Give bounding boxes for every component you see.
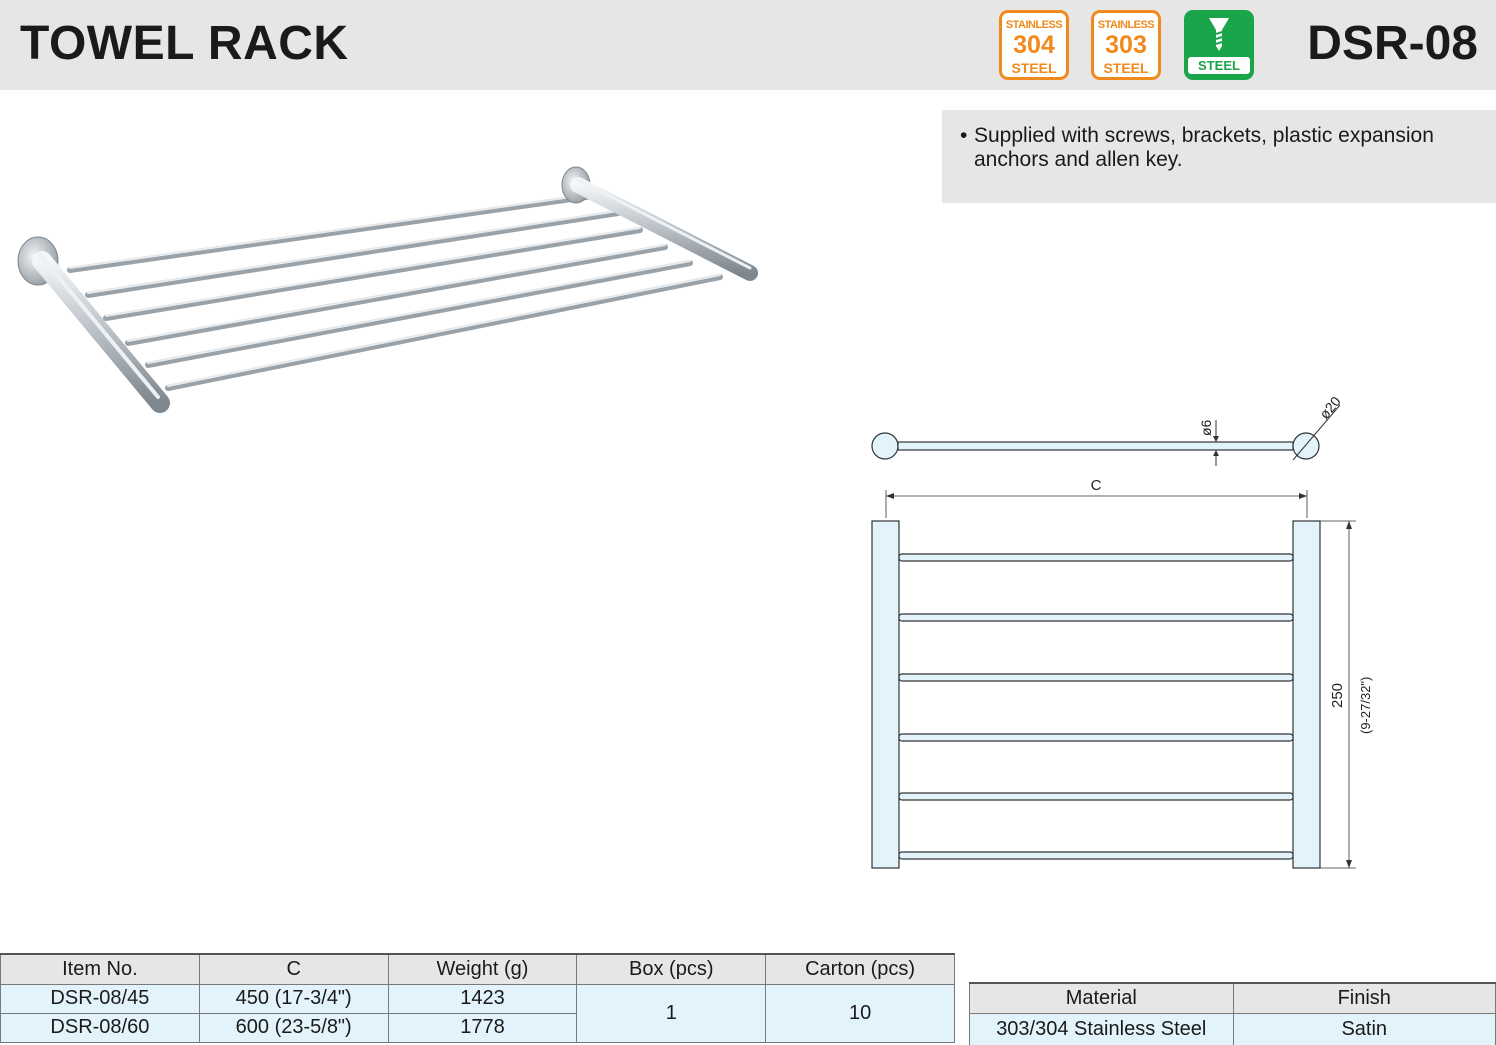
width-dimension: C — [885, 477, 1308, 518]
box-cell: 1 — [576, 983, 767, 1043]
header-bar: TOWEL RACK STAINLESS 304 STEEL STAINLESS… — [0, 0, 1496, 90]
stainless-303-badge: STAINLESS 303 STEEL — [1091, 10, 1161, 80]
c-cell: 600 (23-5/8") — [198, 1012, 389, 1043]
weight-cell: 1423 — [387, 983, 578, 1014]
product-photo — [17, 166, 758, 413]
header-weight: Weight (g) — [387, 953, 578, 985]
depth-in-label: (9-27/32") — [1358, 677, 1373, 734]
material-cell: 303/304 Stainless Steel — [969, 1012, 1234, 1045]
spec-header-row: Item No. C Weight (g) Box (pcs) Carton (… — [0, 953, 955, 985]
stainless-304-badge: STAINLESS 304 STEEL — [999, 10, 1069, 80]
technical-drawing: ø6 ø20 C 250 (9-27/32") — [871, 393, 1373, 869]
carton-cell: 10 — [765, 983, 955, 1043]
right-arm — [570, 177, 758, 281]
c-cell: 450 (17-3/4") — [198, 983, 389, 1014]
steel-screw-badge: STEEL — [1184, 10, 1254, 80]
page-title: TOWEL RACK — [20, 17, 349, 70]
item-no-cell: DSR-08/45 — [0, 983, 200, 1014]
side-view: ø6 ø20 — [871, 393, 1344, 466]
spec-table: Item No. C Weight (g) Box (pcs) Carton (… — [0, 953, 955, 1043]
header-item-no: Item No. — [0, 953, 200, 985]
rod-diameter-label: ø6 — [1198, 419, 1214, 436]
notes-box: • Supplied with screws, brackets, plasti… — [942, 110, 1496, 203]
flange-diameter-label: ø20 — [1316, 393, 1344, 422]
weight-cell: 1778 — [387, 1012, 578, 1043]
header-finish: Finish — [1232, 982, 1496, 1014]
table-row: DSR-08/60 600 (23-5/8") 1778 — [0, 1012, 955, 1043]
top-view — [871, 520, 1321, 869]
notes-text: Supplied with screws, brackets, plastic … — [974, 124, 1434, 171]
table-row: DSR-08/45 450 (17-3/4") 1423 1 10 — [0, 983, 955, 1043]
screw-icon — [1209, 18, 1229, 51]
model-number: DSR-08 — [1307, 17, 1478, 70]
header-carton: Carton (pcs) — [765, 953, 955, 985]
bullet: • — [960, 124, 968, 147]
depth-dimension: 250 (9-27/32") — [1320, 520, 1373, 869]
finish-cell: Satin — [1232, 1012, 1496, 1045]
rods — [67, 192, 723, 391]
header-c: C — [198, 953, 389, 985]
left-arm — [32, 251, 170, 413]
material-header-row: Material Finish — [969, 982, 1496, 1014]
depth-mm-label: 250 — [1329, 683, 1346, 708]
width-label: C — [1091, 477, 1102, 494]
header-box: Box (pcs) — [576, 953, 767, 985]
table-row: 303/304 Stainless Steel Satin — [969, 1012, 1496, 1045]
material-table: Material Finish 303/304 Stainless Steel … — [969, 982, 1496, 1045]
header-material: Material — [969, 982, 1234, 1014]
item-no-cell: DSR-08/60 — [0, 1012, 200, 1043]
